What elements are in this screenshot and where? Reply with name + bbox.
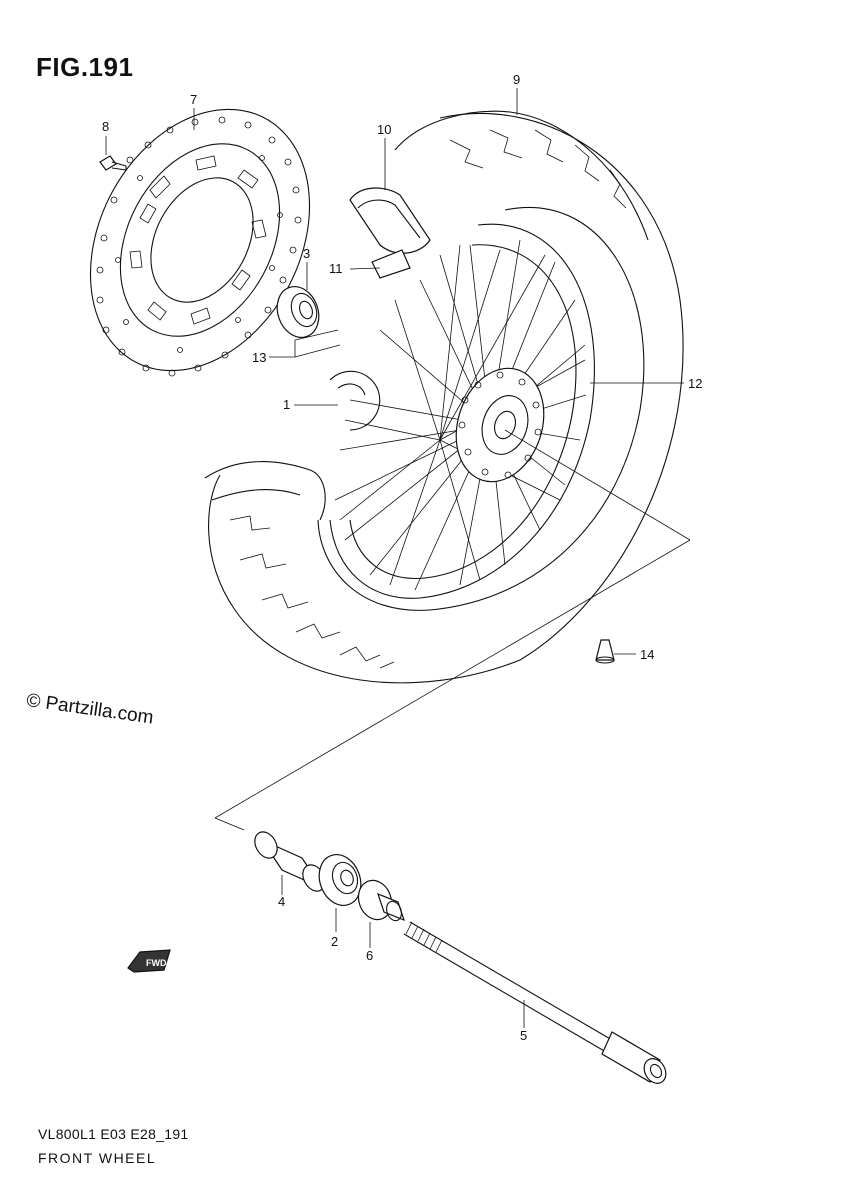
callout-13: 13 xyxy=(252,350,266,365)
explode-guide-lines xyxy=(214,429,691,831)
callout-1: 1 xyxy=(283,397,290,412)
bearing-right[interactable] xyxy=(270,281,325,344)
callout-14: 14 xyxy=(640,647,654,662)
callout-6: 6 xyxy=(366,948,373,963)
fwd-arrow-icon: FWD xyxy=(127,949,171,973)
figure-title: FIG.191 xyxy=(36,52,134,82)
disc-bolt[interactable] xyxy=(99,155,127,171)
model-code: VL800L1 E03 E28_191 xyxy=(38,1126,189,1142)
callout-5: 5 xyxy=(520,1028,527,1043)
front-axle[interactable] xyxy=(403,921,670,1087)
bearing-left[interactable] xyxy=(312,849,367,912)
callout-11: 11 xyxy=(329,261,343,276)
wheel-spacer[interactable] xyxy=(250,828,329,895)
callout-3: 3 xyxy=(303,246,310,261)
callout-12: 12 xyxy=(688,376,702,391)
callout-labels: 1 2 3 4 5 6 7 8 9 10 11 12 13 14 xyxy=(102,72,702,1043)
rim-band[interactable] xyxy=(349,187,431,254)
callout-8: 8 xyxy=(102,119,109,134)
callout-10: 10 xyxy=(377,122,391,137)
axle-collar[interactable] xyxy=(353,876,405,925)
callout-4: 4 xyxy=(278,894,285,909)
leader-lines xyxy=(105,88,684,1028)
callout-2: 2 xyxy=(331,934,338,949)
wheel-assembly[interactable] xyxy=(204,110,684,684)
callout-7: 7 xyxy=(190,92,197,107)
figure-name: FRONT WHEEL xyxy=(38,1150,157,1166)
fwd-label: FWD xyxy=(146,958,167,968)
brake-disc[interactable] xyxy=(47,71,353,409)
tube-valve[interactable] xyxy=(371,249,411,279)
valve-cap[interactable] xyxy=(595,639,615,664)
callout-9: 9 xyxy=(513,72,520,87)
